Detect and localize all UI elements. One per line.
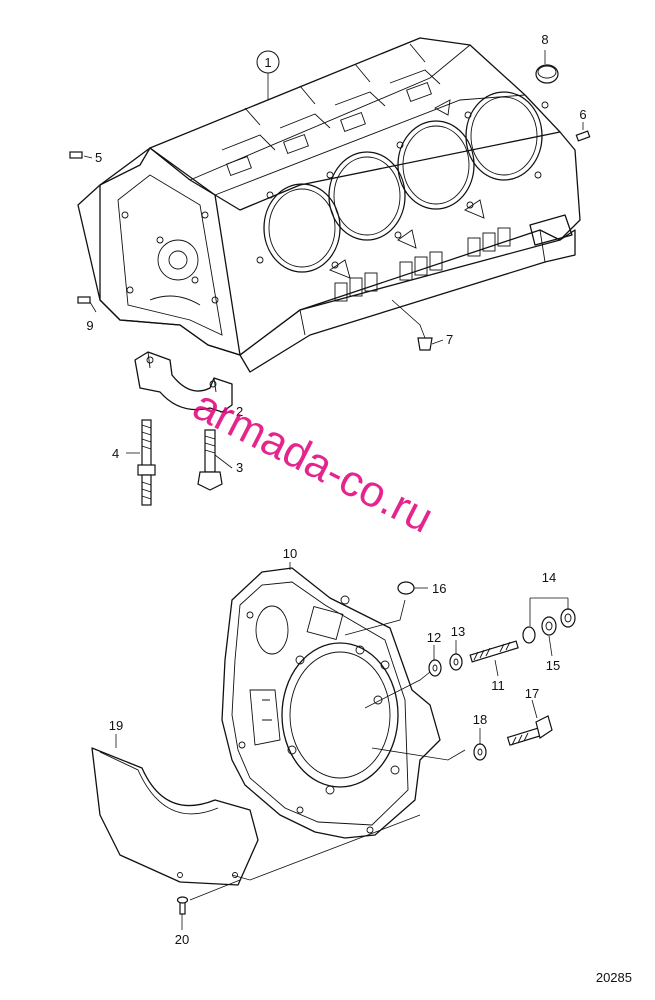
drawing-number: 20285 bbox=[596, 970, 632, 985]
callout-1: 1 bbox=[264, 55, 271, 70]
core-plug bbox=[535, 64, 559, 84]
drain-plug bbox=[417, 337, 433, 351]
dowel-pin bbox=[575, 130, 591, 142]
callout-18: 18 bbox=[473, 712, 487, 727]
cylinder-bores bbox=[263, 91, 543, 273]
flywheel-housing bbox=[221, 567, 466, 839]
main-bearing-cap-assembly bbox=[134, 351, 233, 506]
callout-circle bbox=[256, 50, 280, 74]
callout-6: 6 bbox=[579, 107, 586, 122]
stud bbox=[137, 419, 156, 506]
callout-2: 2 bbox=[236, 404, 243, 419]
callout-17: 17 bbox=[525, 686, 539, 701]
callout-15: 15 bbox=[546, 658, 560, 673]
dowel-pin bbox=[77, 296, 91, 304]
nut bbox=[541, 616, 557, 636]
callout-7: 7 bbox=[446, 332, 453, 347]
washer bbox=[428, 659, 442, 677]
screw bbox=[176, 896, 189, 915]
bolt bbox=[506, 715, 553, 746]
callout-11: 11 bbox=[491, 678, 505, 693]
callout-5: 5 bbox=[95, 150, 102, 165]
washer bbox=[522, 626, 536, 644]
callout-19: 19 bbox=[109, 718, 123, 733]
plug bbox=[397, 581, 415, 595]
callout-16: 16 bbox=[432, 581, 446, 596]
cover-plate bbox=[91, 747, 421, 901]
callout-13: 13 bbox=[451, 624, 465, 639]
washer bbox=[449, 653, 463, 671]
nut bbox=[560, 608, 576, 628]
callout-8: 8 bbox=[541, 32, 548, 47]
callout-labels: 1 8 6 5 9 7 2 3 4 10 16 12 13 11 14 15 1… bbox=[86, 32, 586, 947]
callout-14: 14 bbox=[542, 570, 556, 585]
callout-3: 3 bbox=[236, 460, 243, 475]
washer bbox=[473, 743, 487, 761]
callout-10: 10 bbox=[283, 546, 297, 561]
callout-leaders bbox=[83, 50, 584, 930]
dowel-pin bbox=[69, 151, 83, 159]
callout-20: 20 bbox=[175, 932, 189, 947]
stud bbox=[469, 640, 519, 663]
callout-9: 9 bbox=[86, 318, 93, 333]
engine-block bbox=[69, 37, 591, 373]
bolt bbox=[197, 429, 223, 491]
callout-12: 12 bbox=[427, 630, 441, 645]
callout-4: 4 bbox=[112, 446, 119, 461]
